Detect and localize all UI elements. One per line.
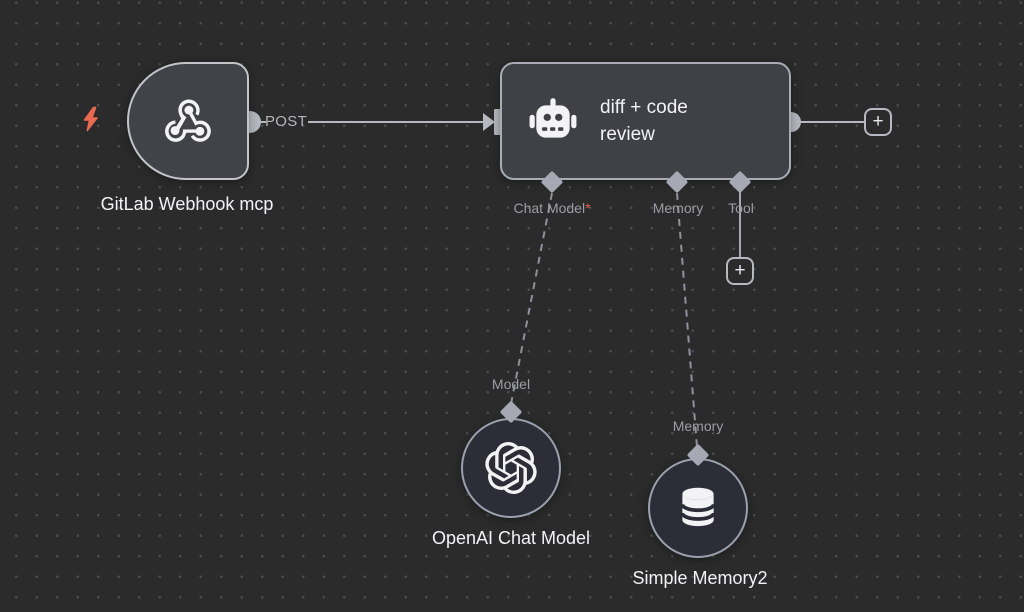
webhook-node-name: GitLab Webhook mcp	[100, 194, 274, 214]
trigger-lightning-bolt-icon	[80, 106, 104, 132]
agent-port-label-memory: Memory	[652, 200, 704, 216]
node-openai-chat-model[interactable]	[461, 418, 561, 518]
add-next-node-button[interactable]: +	[864, 108, 892, 136]
plus-icon: +	[734, 260, 746, 281]
node-simple-memory[interactable]	[648, 458, 748, 558]
agent-node-title: diff + code review	[600, 97, 688, 145]
memory-node-name: Simple Memory2	[632, 568, 768, 588]
add-tool-button[interactable]: +	[726, 257, 754, 285]
webhook-output-label: POST	[265, 113, 308, 130]
database-icon	[673, 483, 723, 533]
required-asterisk: *	[585, 200, 591, 216]
connection-chatmodel-to-openai[interactable]	[510, 192, 553, 405]
connection-arrowhead	[483, 113, 495, 131]
node-gitlab-webhook[interactable]	[127, 62, 249, 180]
connection-memory-to-simplememory[interactable]	[676, 192, 698, 448]
memory-port-label: Memory	[672, 418, 724, 434]
openai-node-name: OpenAI Chat Model	[431, 528, 591, 548]
webhook-icon	[160, 93, 216, 149]
node-ai-agent[interactable]: diff + code review	[500, 62, 791, 180]
plus-icon: +	[872, 111, 884, 132]
agent-port-label-chat-model: Chat Model*	[513, 200, 591, 216]
openai-logo-icon	[485, 442, 537, 494]
agent-input-port[interactable]	[494, 109, 501, 135]
robot-icon	[528, 96, 578, 146]
openai-port-label: Model	[491, 376, 531, 392]
agent-port-label-tool: Tool	[728, 200, 754, 216]
